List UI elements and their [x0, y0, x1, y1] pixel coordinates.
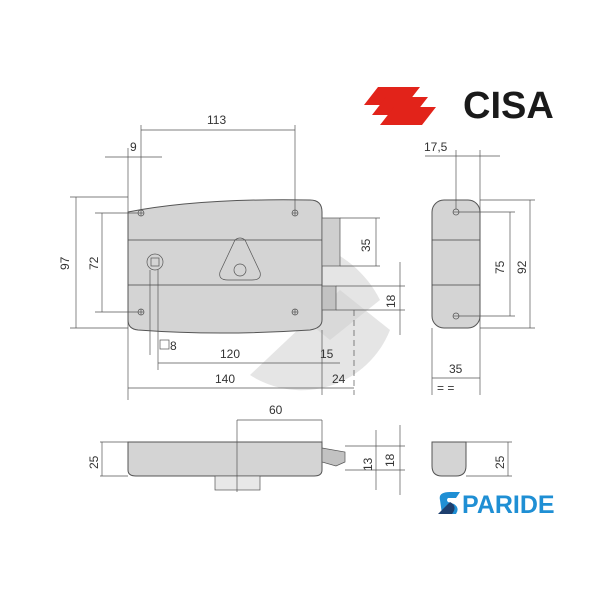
latch-bottom [321, 447, 346, 467]
dim-13: 13 [361, 457, 375, 471]
dim-140: 140 [215, 372, 235, 386]
keyhole-icon [233, 263, 247, 277]
dim-120: 120 [220, 347, 240, 361]
dim-18: 18 [384, 294, 398, 308]
deadbolt [321, 217, 341, 267]
side-view: 17,5 75 92 35 = = [424, 140, 535, 395]
equal-marks: = = [437, 381, 454, 395]
dim-75: 75 [493, 260, 507, 274]
screw-hole-icon [291, 308, 299, 316]
cisa-logo-text: CISA [463, 85, 554, 127]
lock-body-bottom [127, 441, 323, 477]
dim-17-5: 17,5 [424, 140, 448, 154]
bottom-view: 60 25 13 18 [87, 403, 405, 495]
dim-97: 97 [58, 256, 72, 270]
dim-35-side: 35 [449, 362, 463, 376]
end-view: 25 [431, 441, 512, 477]
spindle-hole-icon [146, 253, 164, 271]
front-dimensions: 113 9 97 72 35 18 8 120 15 140 24 [58, 113, 405, 400]
lock-body-end [431, 441, 467, 477]
dim-18-bottom: 18 [383, 453, 397, 467]
screw-hole-icon [137, 209, 145, 217]
dim-25-end: 25 [493, 455, 507, 469]
latch-swing-arc-icon [250, 290, 390, 391]
dim-60: 60 [269, 403, 283, 417]
screw-hole-icon [137, 308, 145, 316]
dim-24: 24 [332, 372, 346, 386]
cylinder-stub [214, 475, 261, 491]
keyhole-plate-icon [219, 237, 261, 281]
dim-113: 113 [207, 113, 226, 127]
dim-9: 9 [130, 140, 137, 154]
paride-logo: PARIDE [438, 491, 555, 519]
dim-8: 8 [170, 339, 177, 353]
lock-body-front [127, 199, 323, 334]
lock-body-side [431, 199, 481, 329]
latch-bolt [321, 285, 337, 311]
dim-15: 15 [320, 347, 334, 361]
dim-72: 72 [87, 256, 101, 270]
screw-hole-icon [291, 209, 299, 217]
dim-25: 25 [87, 455, 101, 469]
dim-35: 35 [359, 238, 373, 252]
dim-92: 92 [515, 260, 529, 274]
front-view [127, 199, 341, 334]
paride-logo-text: PARIDE [462, 491, 555, 519]
logo-stripe-3-icon [380, 107, 436, 125]
cisa-logo: CISA [364, 85, 554, 127]
